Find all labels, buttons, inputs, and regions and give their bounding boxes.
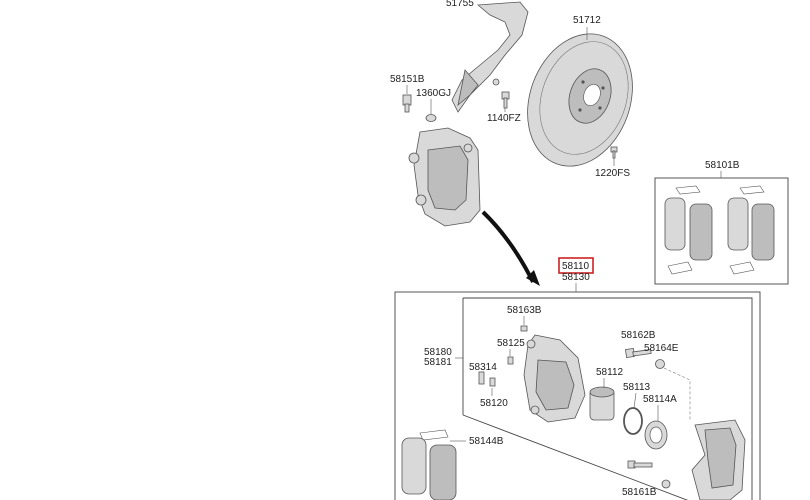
label-58112: 58112 (596, 367, 624, 378)
label-1220fs: 1220FS (595, 168, 630, 179)
dust-shield[interactable] (451, 1, 529, 113)
bolt-1140fz[interactable] (501, 91, 510, 109)
main-assembly-box (394, 291, 761, 500)
label-58180: 58180 (424, 347, 452, 358)
pin-58163b[interactable] (520, 325, 528, 332)
dashed-leader (663, 367, 691, 420)
label-shield: 51755 (446, 0, 474, 9)
label-58113: 58113 (623, 382, 651, 393)
label-58161b: 58161B (622, 487, 657, 498)
seal-58113[interactable] (623, 407, 643, 435)
piston-58112[interactable] (589, 386, 615, 421)
assembly-arrow-head (526, 270, 540, 286)
label-58125: 58125 (497, 338, 525, 349)
label-58120: 58120 (480, 398, 508, 409)
bleeder-58164e[interactable] (655, 359, 665, 369)
label-58151b: 58151B (390, 74, 425, 85)
screw-1220fs[interactable] (610, 146, 618, 159)
label-58181: 58181 (424, 357, 452, 368)
label-1360gj: 1360GJ (416, 88, 451, 99)
label-58314: 58314 (469, 362, 497, 373)
highlight-box (558, 257, 594, 274)
bolt-58162b[interactable] (625, 348, 652, 358)
label-disc: 51712 (573, 15, 601, 26)
caliper-carrier[interactable] (691, 419, 746, 500)
label-58130[interactable]: 58130 (562, 272, 590, 283)
bolt-58151b[interactable] (402, 94, 412, 113)
label-58163b: 58163B (507, 305, 542, 316)
pad-kit-parts[interactable] (664, 185, 775, 275)
brake-disc[interactable] (510, 19, 650, 181)
label-1140fz: 1140FZ (487, 113, 521, 124)
assembly-arrow (481, 210, 535, 283)
caliper-assembly-upper[interactable] (408, 127, 481, 227)
label-58162b: 58162B (621, 330, 656, 341)
label-58114a: 58114A (643, 394, 677, 405)
label-58144b: 58144B (469, 436, 504, 447)
nipple-58314[interactable] (478, 371, 496, 387)
pad-kit-box (654, 177, 789, 285)
boot-58114a[interactable] (644, 420, 668, 450)
label-58110[interactable]: 58110 (562, 261, 590, 272)
bolt-58161b[interactable] (627, 460, 671, 489)
caliper-body[interactable] (523, 334, 586, 423)
label-58164e: 58164E (644, 343, 679, 354)
boot-58125[interactable] (507, 356, 514, 365)
label-58101b: 58101B (705, 160, 740, 171)
pads-58144b[interactable] (401, 429, 457, 500)
washer-1360gj[interactable] (425, 114, 437, 122)
sub-assembly-box (463, 297, 753, 500)
